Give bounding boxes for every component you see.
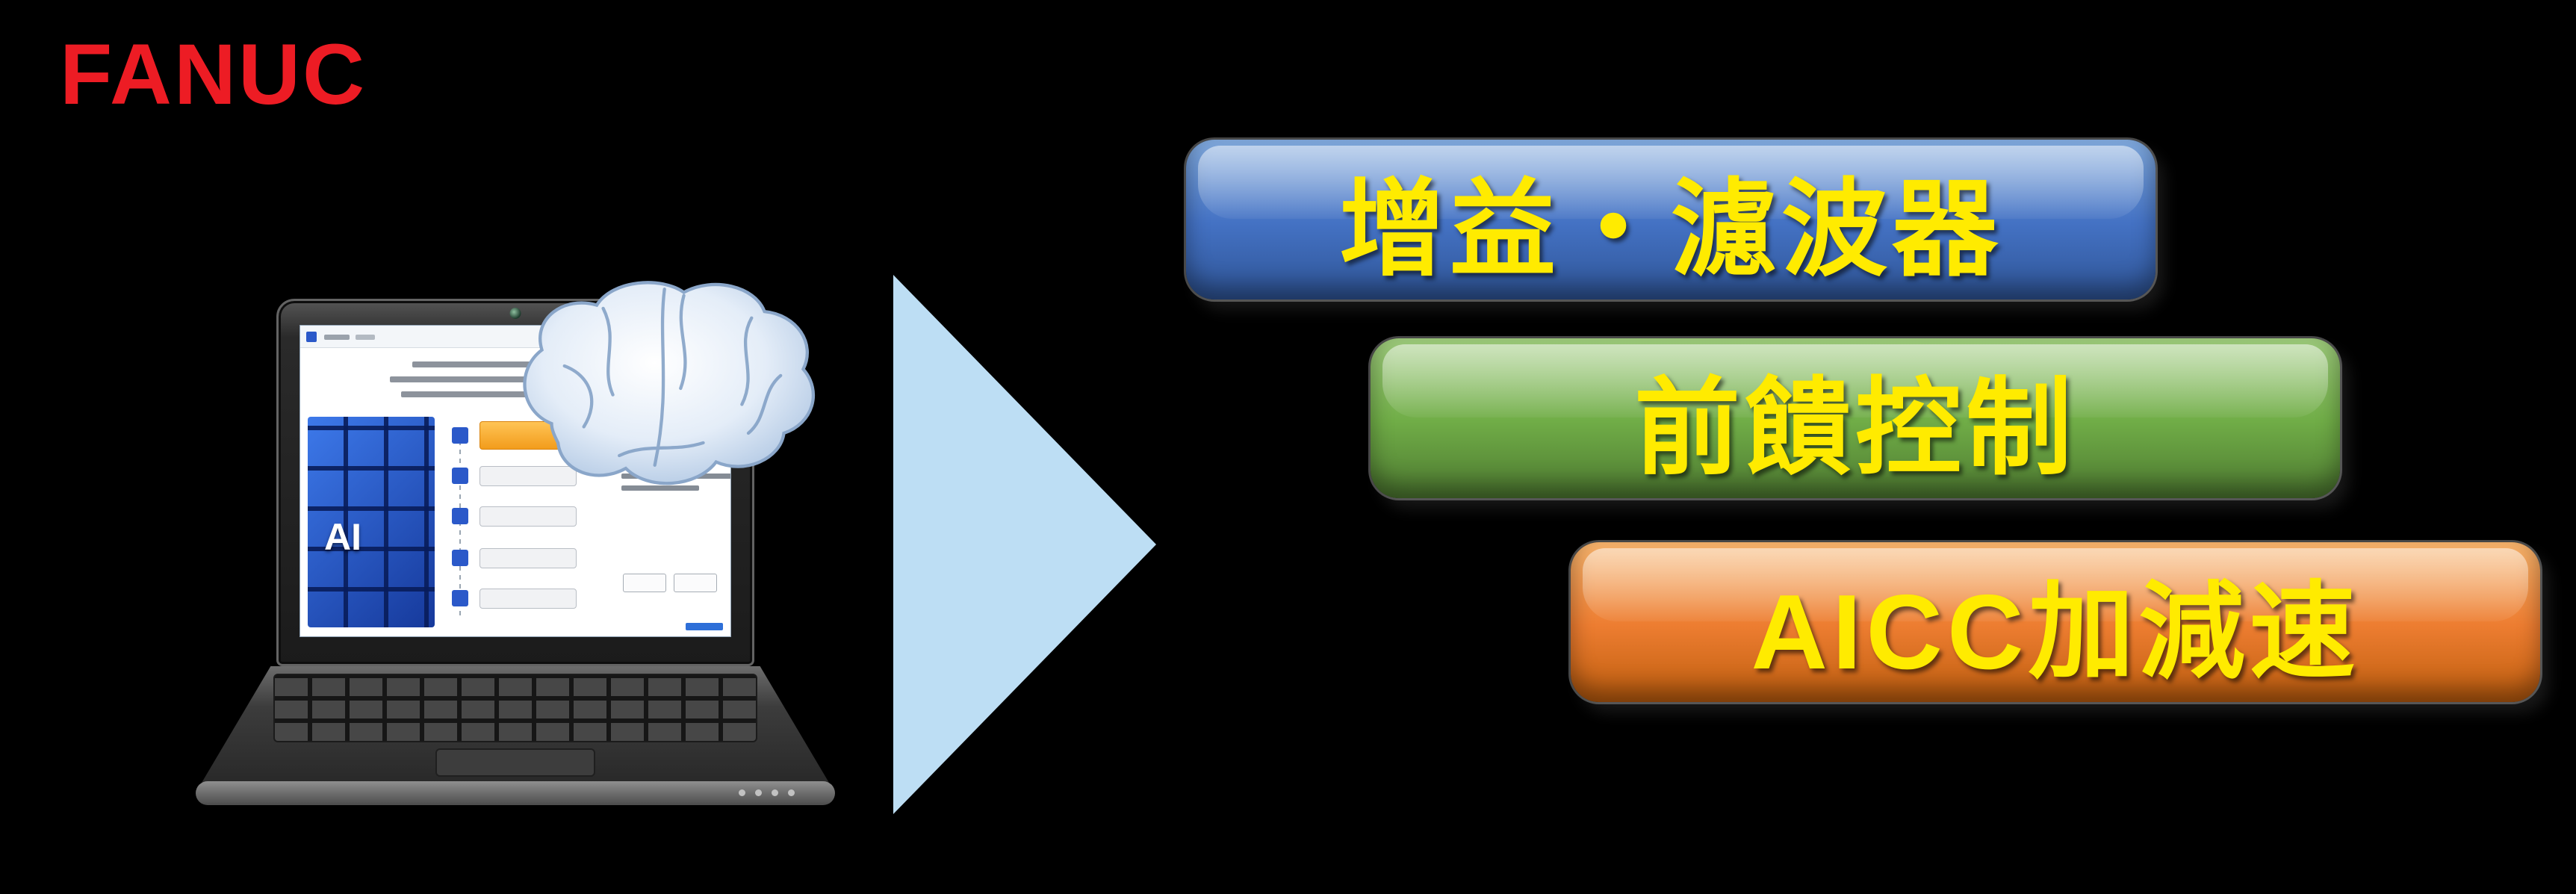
description-text-line	[401, 391, 633, 397]
banner-feedforward-control: 前饋控制	[1371, 338, 2340, 498]
step-button	[479, 589, 577, 609]
step-button	[479, 466, 577, 486]
small-field-box	[674, 574, 717, 592]
step-icon	[452, 468, 468, 484]
step-button	[479, 548, 577, 568]
banner-aicc-accel-decel: AICC加減速	[1571, 542, 2540, 702]
laptop-base	[202, 666, 829, 783]
laptop-trackpad	[435, 748, 595, 777]
laptop-keyboard	[273, 674, 757, 742]
step-icon	[452, 550, 468, 566]
banner-gain-filter: 增益・濾波器	[1186, 140, 2156, 299]
small-field-box	[623, 574, 666, 592]
blue-tile-panel: AI	[308, 417, 435, 627]
step-button	[479, 506, 577, 527]
fanuc-logo: FANUC	[60, 27, 367, 122]
description-text-line	[412, 361, 636, 367]
menu-bar-item	[324, 335, 350, 340]
step-icon	[452, 508, 468, 524]
step-icon	[452, 590, 468, 606]
laptop-front-edge	[196, 781, 835, 805]
link-text-bar	[686, 623, 723, 630]
flow-arrow	[893, 275, 1156, 814]
banner-label: AICC加減速	[1751, 573, 2360, 692]
side-text-line	[621, 485, 699, 491]
webcam-icon	[509, 308, 521, 319]
indicator-dots	[739, 789, 795, 796]
brain-image	[523, 281, 816, 485]
step-icon	[452, 427, 468, 444]
step-connector-line	[459, 432, 461, 617]
banner-label: 增益・濾波器	[1339, 170, 2002, 289]
app-icon	[306, 332, 317, 342]
ai-label: AI	[324, 516, 361, 558]
banner-label: 前饋控制	[1634, 369, 2076, 488]
menu-bar-item	[356, 335, 375, 340]
